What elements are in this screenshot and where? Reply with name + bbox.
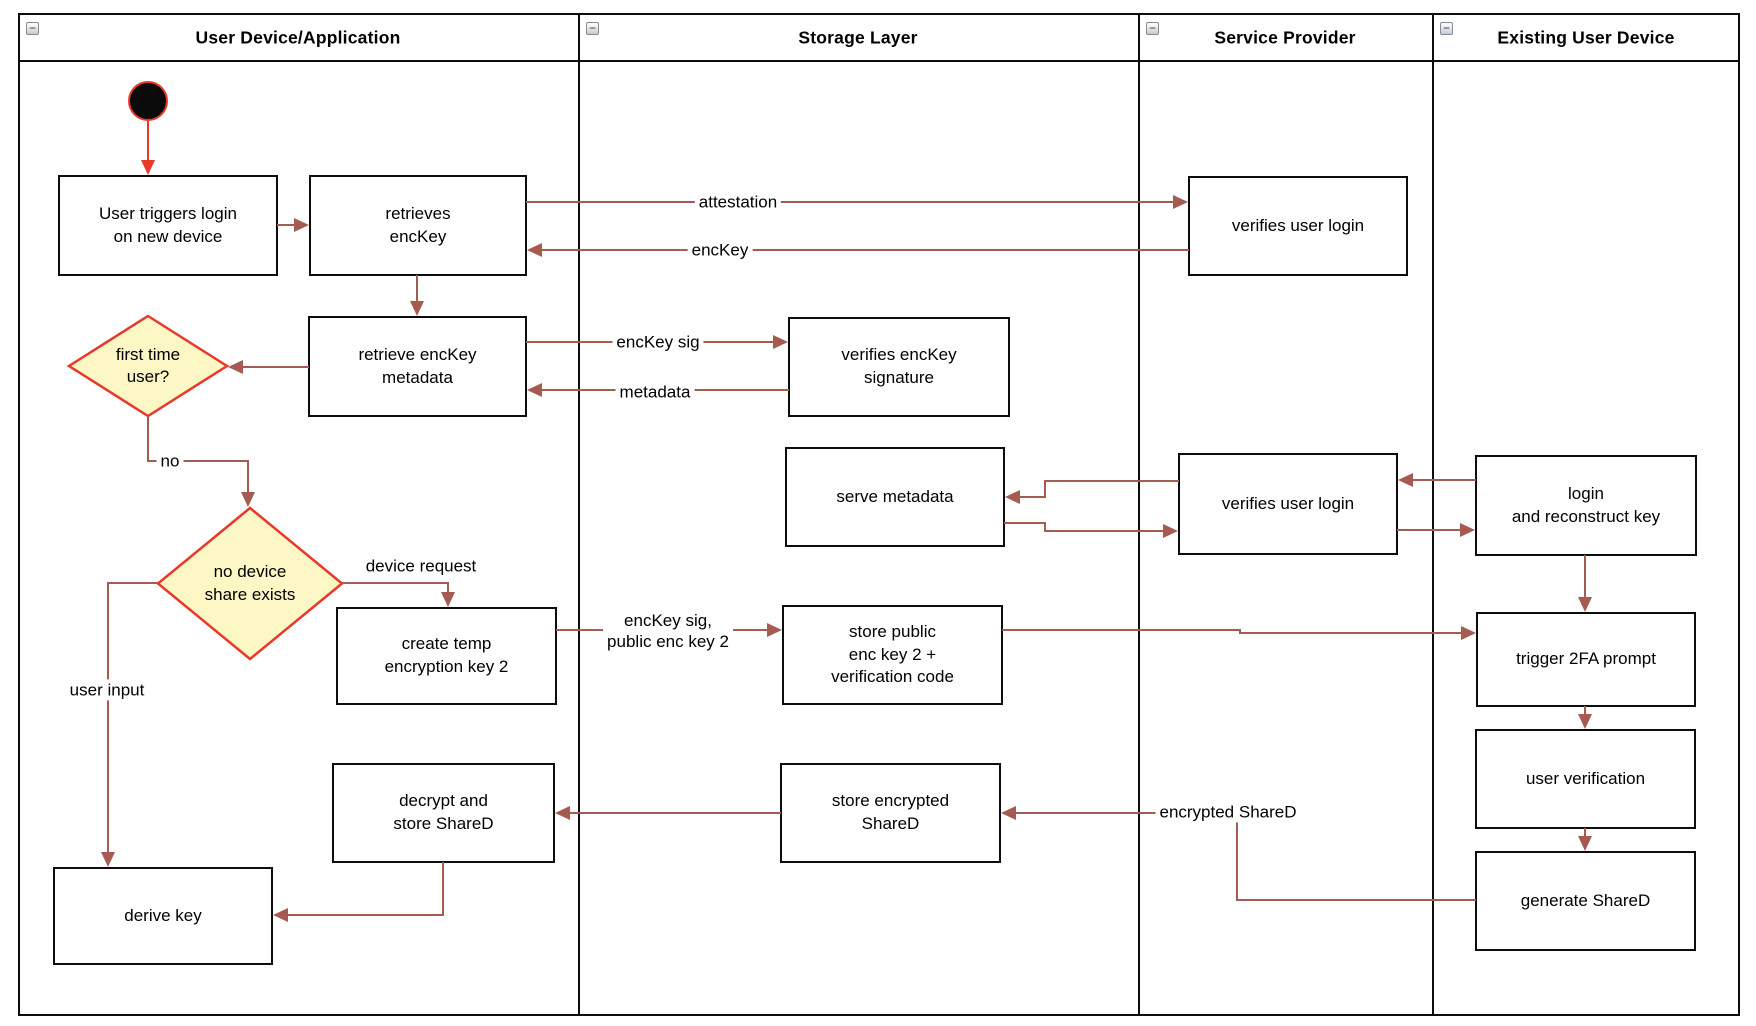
- edge-label-enckey-sig-public-key-2: encKey sig, public enc key 2: [603, 609, 733, 653]
- edge-label-metadata-return: metadata: [615, 381, 695, 403]
- lane-title-existing-user-device: Existing User Device: [1497, 27, 1675, 47]
- edge-store-enc-to-decrypt: [567, 812, 781, 814]
- decision-label: first time user?: [115, 344, 181, 386]
- edge-encrypted-shared: [1013, 812, 1238, 814]
- edge-user-input: [107, 582, 158, 584]
- arrowhead-login-down-to-2fa: [1578, 597, 1592, 612]
- arrowhead-enckey-sig: [773, 335, 788, 349]
- lane-title-storage-layer: Storage Layer: [798, 27, 918, 47]
- arrowhead-user-input: [101, 852, 115, 867]
- edge-verifies2-to-serve: [1017, 496, 1046, 498]
- start-node[interactable]: [128, 81, 168, 121]
- arrowhead-decrypt-to-derive: [273, 908, 288, 922]
- arrowhead-store-public-to-2fa: [1461, 626, 1476, 640]
- edge-label-encrypted-shared: encrypted ShareD: [1155, 801, 1301, 823]
- decision-first-time-user[interactable]: first time user?: [66, 314, 230, 418]
- arrowhead-verifies2-to-serve: [1005, 490, 1020, 504]
- edge-encrypted-shared: [1236, 812, 1238, 901]
- edge-user-triggers-to-retrieves: [277, 224, 297, 226]
- arrowhead-verifies2-to-login: [1460, 523, 1475, 537]
- edge-store-public-to-2fa: [1002, 629, 1241, 631]
- activity-node-trigger-2fa-prompt[interactable]: trigger 2FA prompt: [1476, 612, 1696, 707]
- edge-metadata-to-firsttime: [240, 366, 309, 368]
- edge-label-attestation: attestation: [694, 191, 782, 213]
- edge-user-verification-to-generate: [1584, 828, 1586, 839]
- edge-serve-to-verifies2: [1044, 522, 1046, 532]
- arrowhead-start-to-user-triggers: [141, 160, 155, 175]
- collapse-lane-icon[interactable]: −: [26, 22, 39, 35]
- edge-serve-to-verifies2: [1004, 522, 1046, 524]
- edge-2fa-to-user-verification: [1584, 706, 1586, 717]
- activity-node-verifies-user-login-2[interactable]: verifies user login: [1178, 453, 1398, 555]
- edge-verifies2-to-serve: [1044, 480, 1046, 498]
- edge-user-input: [107, 582, 109, 855]
- collapse-lane-icon[interactable]: −: [1146, 22, 1159, 35]
- activity-node-store-encrypted-shared[interactable]: store encrypted ShareD: [780, 763, 1001, 863]
- lane-title-user-device-application: User Device/Application: [195, 27, 401, 47]
- arrowhead-enckey-return: [527, 243, 542, 257]
- edge-decrypt-to-derive: [442, 862, 444, 916]
- edge-verifies2-to-login: [1397, 529, 1463, 531]
- arrowhead-serve-to-verifies2: [1163, 524, 1178, 538]
- edge-store-public-to-2fa: [1239, 632, 1464, 634]
- edge-device-request: [447, 582, 449, 595]
- arrowhead-2fa-to-user-verification: [1578, 714, 1592, 729]
- edge-encrypted-shared: [1236, 899, 1476, 901]
- activity-node-verifies-user-login-1[interactable]: verifies user login: [1188, 176, 1408, 276]
- decision-no-device-share-exists[interactable]: no device share exists: [156, 506, 344, 661]
- lane-divider: [578, 13, 580, 1016]
- edge-login-down-to-2fa: [1584, 555, 1586, 600]
- edge-label-no-branch: no: [156, 450, 184, 472]
- edge-store-public-to-2fa: [1239, 629, 1241, 634]
- decision-label: no device share exists: [204, 562, 296, 604]
- edge-label-device-request: device request: [361, 555, 481, 577]
- activity-node-verifies-enckey-signature[interactable]: verifies encKey signature: [788, 317, 1010, 417]
- edge-verifies2-to-serve: [1044, 480, 1179, 482]
- edge-serve-to-verifies2: [1044, 530, 1166, 532]
- arrowhead-metadata-return: [527, 383, 542, 397]
- arrowhead-retrieves-down: [410, 301, 424, 316]
- activity-node-serve-metadata[interactable]: serve metadata: [785, 447, 1005, 547]
- lane-divider: [1432, 13, 1434, 1016]
- collapse-lane-icon[interactable]: −: [586, 22, 599, 35]
- edge-label-enckey-return: encKey: [687, 239, 753, 261]
- arrowhead-no-branch: [241, 492, 255, 507]
- activity-node-user-verification[interactable]: user verification: [1475, 729, 1696, 829]
- activity-node-login-and-reconstruct-key[interactable]: login and reconstruct key: [1475, 455, 1697, 556]
- activity-node-store-public-enc-key-2[interactable]: store public enc key 2 + verification co…: [782, 605, 1003, 705]
- arrowhead-encrypted-shared: [1001, 806, 1016, 820]
- edge-login-to-verifies2: [1410, 479, 1476, 481]
- edge-attestation: [526, 201, 1176, 203]
- edge-start-to-user-triggers: [147, 121, 149, 163]
- arrowhead-user-triggers-to-retrieves: [294, 218, 309, 232]
- edge-enckey-return: [539, 249, 1189, 251]
- activity-node-create-temp-encryption-key-2[interactable]: create temp encryption key 2: [336, 607, 557, 705]
- edge-retrieves-down: [416, 275, 418, 304]
- edge-no-branch: [247, 460, 249, 495]
- pool-border: [18, 13, 1740, 1016]
- arrowhead-enckey-sig-public-key-2: [767, 623, 782, 637]
- arrowhead-login-to-verifies2: [1398, 473, 1413, 487]
- arrowhead-metadata-to-firsttime: [228, 360, 243, 374]
- edge-no-branch: [147, 460, 249, 462]
- lane-divider: [1138, 13, 1140, 1016]
- edge-decrypt-to-derive: [285, 914, 444, 916]
- activity-node-decrypt-and-store-shared[interactable]: decrypt and store ShareD: [332, 763, 555, 863]
- edge-no-branch: [147, 416, 149, 462]
- arrowhead-user-verification-to-generate: [1578, 836, 1592, 851]
- arrowhead-device-request: [441, 592, 455, 607]
- header-separator: [18, 60, 1740, 62]
- edge-label-user-input: user input: [65, 679, 149, 701]
- activity-node-user-triggers-login[interactable]: User triggers login on new device: [58, 175, 278, 276]
- edge-device-request: [342, 582, 449, 584]
- activity-node-retrieve-enckey-metadata[interactable]: retrieve encKey metadata: [308, 316, 527, 417]
- edge-label-enckey-sig: encKey sig: [612, 331, 704, 353]
- collapse-lane-icon[interactable]: −: [1440, 22, 1453, 35]
- arrowhead-store-enc-to-decrypt: [555, 806, 570, 820]
- activity-node-generate-shared[interactable]: generate ShareD: [1475, 851, 1696, 951]
- activity-node-derive-key[interactable]: derive key: [53, 867, 273, 965]
- lane-title-service-provider: Service Provider: [1214, 27, 1356, 47]
- activity-node-retrieves-enckey[interactable]: retrieves encKey: [309, 175, 527, 276]
- arrowhead-attestation: [1173, 195, 1188, 209]
